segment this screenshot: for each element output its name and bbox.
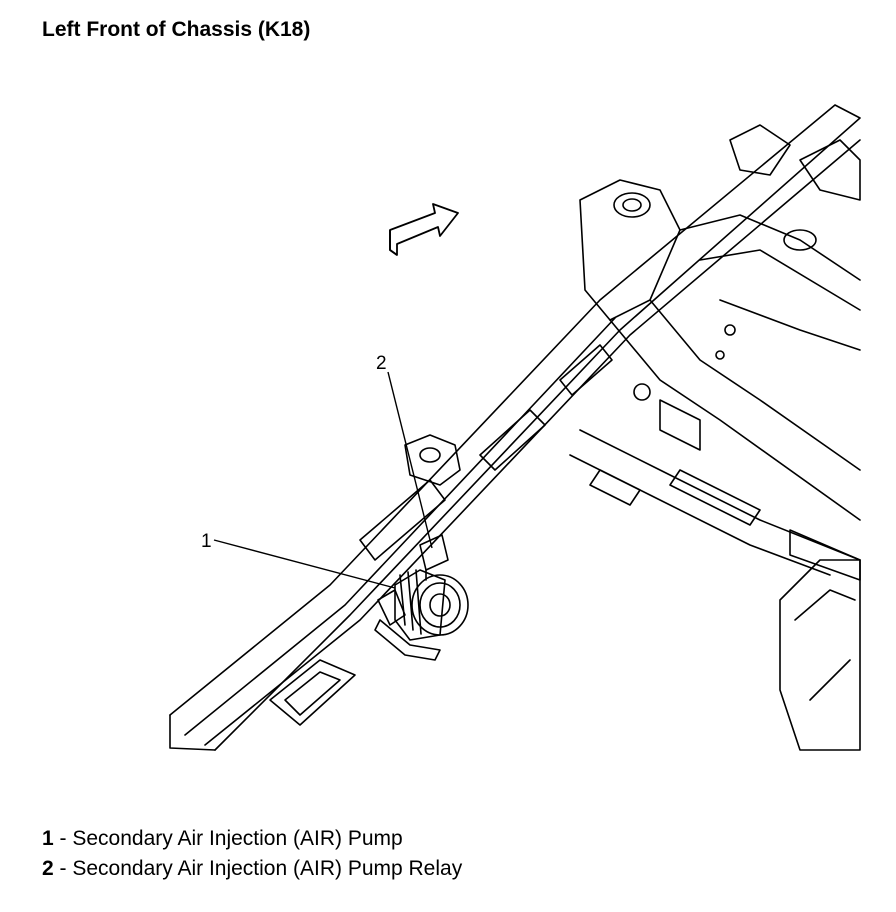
callout-2-leader [387, 371, 433, 549]
legend: 1 - Secondary Air Injection (AIR) Pump 2… [42, 824, 462, 884]
legend-label: Secondary Air Injection (AIR) Pump Relay [72, 857, 463, 880]
left-frame-rail [169, 104, 861, 751]
diagram-title: Left Front of Chassis (K18) [42, 18, 311, 41]
callout-1-leader [213, 539, 396, 589]
air-pump [374, 569, 469, 661]
legend-separator: - [59, 857, 67, 880]
legend-separator: - [59, 827, 67, 850]
legend-item-2: 2 - Secondary Air Injection (AIR) Pump R… [42, 854, 462, 884]
callout-1-number: 1 [201, 531, 212, 552]
right-lower-rail [569, 429, 861, 581]
legend-item-1: 1 - Secondary Air Injection (AIR) Pump [42, 824, 462, 854]
legend-label: Secondary Air Injection (AIR) Pump [72, 827, 403, 850]
forward-direction-arrow [389, 203, 459, 256]
engine-mount-bracket [404, 434, 461, 486]
right-frame-rail [779, 559, 861, 751]
callout-2-number: 2 [376, 353, 387, 374]
legend-number: 1 [42, 827, 54, 850]
air-pump-relay [419, 534, 449, 581]
cross-member [579, 124, 861, 521]
legend-number: 2 [42, 857, 54, 880]
